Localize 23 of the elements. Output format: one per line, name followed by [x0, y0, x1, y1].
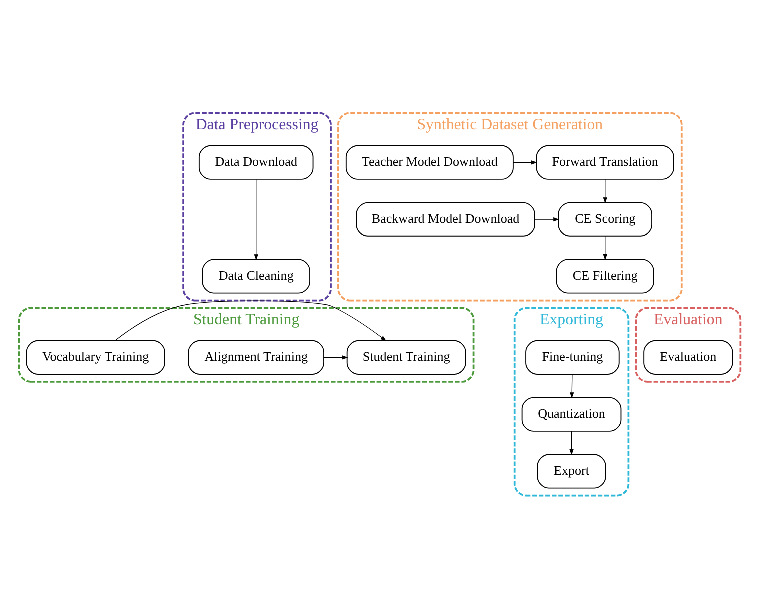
- arrow: [324, 355, 348, 360]
- node-box: Data Download: [198, 144, 314, 180]
- node-box: Quantization: [522, 396, 622, 432]
- arrow: [115, 300, 387, 341]
- node-box: Evaluation: [644, 340, 734, 374]
- node-box: Export: [537, 454, 606, 488]
- node-box: Alignment Training: [188, 340, 324, 374]
- node-box: Forward Translation: [536, 144, 674, 180]
- arrow: [254, 178, 258, 260]
- node-box: Backward Model Download: [356, 202, 536, 236]
- node-box: Fine-tuning: [526, 340, 620, 374]
- arrow: [603, 178, 608, 204]
- node-box: CE Filtering: [556, 258, 654, 294]
- arrow: [534, 216, 560, 222]
- node-box: CE Scoring: [558, 202, 652, 236]
- node-box: Teacher Model Download: [346, 144, 514, 180]
- node-box: Student Training: [346, 340, 466, 374]
- node-box: Data Cleaning: [202, 258, 310, 294]
- arrow: [570, 430, 574, 456]
- node-box: Vocabulary Training: [26, 340, 166, 374]
- arrow: [513, 160, 538, 164]
- arrow: [603, 236, 608, 260]
- arrow: [570, 374, 574, 398]
